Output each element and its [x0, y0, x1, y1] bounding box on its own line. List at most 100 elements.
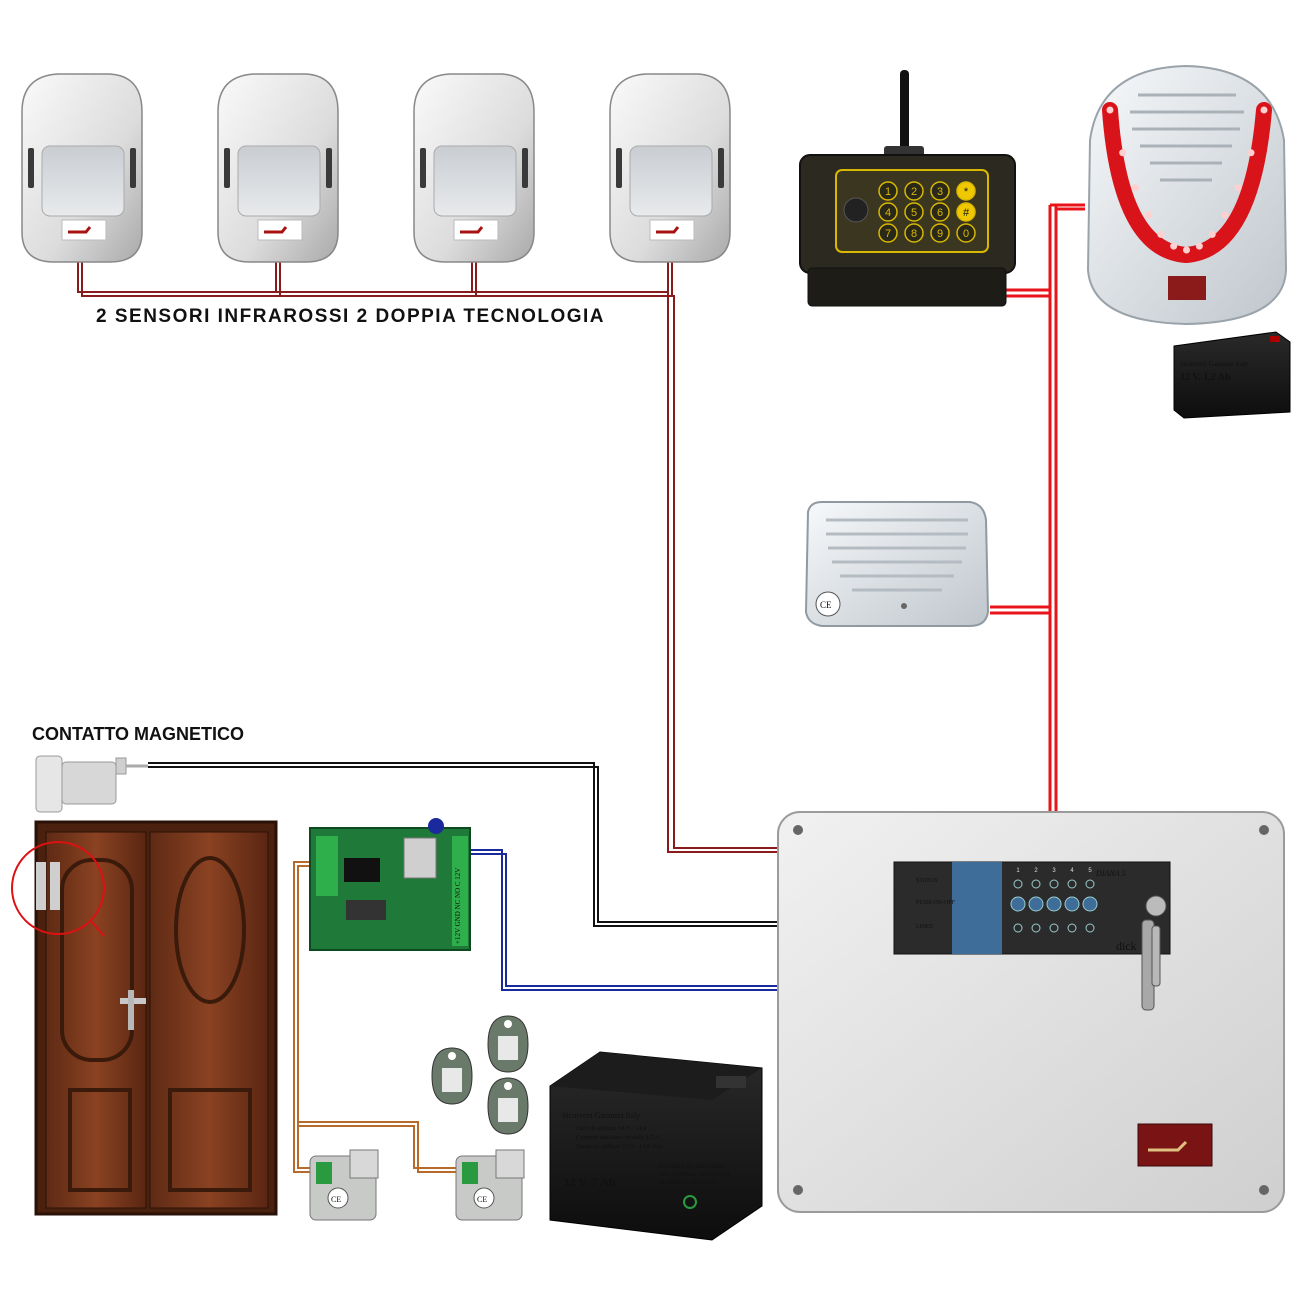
keypad-key-label: 1 [885, 186, 891, 198]
keypad-key-label: 9 [937, 228, 943, 240]
panel-brand: dick [1116, 939, 1137, 953]
battery-line4: BATTERIA RICARICABILE [658, 1164, 725, 1170]
keypad-key[interactable] [956, 202, 976, 222]
siren-battery-label: 12 V. 1,2 Ah [1180, 372, 1231, 383]
siren-led [1144, 211, 1152, 219]
panel-logo [1137, 1123, 1213, 1167]
zone-number: 3 [1052, 868, 1056, 874]
zone-button[interactable] [1028, 896, 1044, 912]
zone-led [1031, 879, 1041, 889]
siren-led [1106, 106, 1114, 114]
wiring [77, 203, 1085, 1173]
siren-led [1234, 184, 1242, 192]
rfid-tag-1 [431, 1047, 473, 1105]
sensor-bus-wire [77, 262, 780, 853]
zone-button[interactable] [1010, 896, 1026, 912]
keypad-key[interactable] [930, 202, 950, 222]
keypad-key[interactable] [904, 202, 924, 222]
relay-board[interactable]: +12V GND NC NO C 12V [309, 818, 471, 951]
relay-terminals: +12V GND NC NO C 12V [454, 868, 462, 944]
keypad-key-label: 6 [937, 207, 943, 219]
siren-battery-brand: Sicurvera Garanzia Italy [1180, 360, 1249, 368]
ce-mark-icon [815, 591, 841, 617]
sensors-caption: 2 SENSORI INFRAROSSI 2 DOPPIA TECNOLOGIA [96, 306, 605, 327]
zone-led [1049, 923, 1059, 933]
keypad-key-label: 7 [885, 228, 891, 240]
siren-led [1183, 246, 1190, 254]
keypad-key-label: 3 [937, 186, 943, 198]
keypad-key-label: 5 [911, 207, 917, 219]
recycle-icon [683, 1195, 697, 1209]
indoor-siren-grille [826, 518, 968, 592]
indoor-ce-text: CE [820, 600, 832, 610]
rfid-tag-2 [487, 1015, 529, 1073]
pir-sensor-1[interactable] [21, 73, 143, 263]
sensor-row [21, 73, 731, 263]
keypad-key-label: 4 [885, 207, 891, 219]
zone-button[interactable] [1046, 896, 1062, 912]
zone-led [1067, 879, 1077, 889]
keypad-key[interactable] [956, 223, 976, 243]
panel-model: DIANA 5 [1095, 869, 1125, 878]
panel-push-label: PUSH-ON-OFF [916, 900, 956, 906]
tag-reader-2[interactable]: CE [455, 1149, 525, 1221]
zone-led [1067, 923, 1077, 933]
siren-grille [1130, 93, 1244, 182]
battery-line3: Stand-by utilizzo 13,6 - 13,8 Vcc [576, 1143, 662, 1150]
speaker-icon [843, 197, 869, 223]
tag-reader-1[interactable]: CE [309, 1149, 379, 1221]
siren-battery: Sicurvera Garanzia Italy 12 V. 1,2 Ah [1173, 331, 1291, 419]
key-switch[interactable] [1141, 895, 1167, 1011]
battery-line6: AL PIOMBO ERMETICO [658, 1180, 717, 1186]
door-zoom-circle [11, 841, 105, 935]
keypad-key[interactable] [878, 181, 898, 201]
pir-sensor-2[interactable] [217, 73, 339, 263]
siren-led [1260, 106, 1268, 114]
zone-led [1031, 923, 1041, 933]
relay-wire [470, 849, 780, 991]
keypad-key[interactable] [878, 223, 898, 243]
zone-number: 2 [1034, 868, 1038, 874]
antenna [900, 70, 909, 158]
rfid-tags [431, 1015, 529, 1135]
siren-led [1157, 230, 1165, 238]
zone-led [1085, 923, 1095, 933]
pir-sensor-3[interactable] [413, 73, 535, 263]
keypad-key[interactable] [956, 181, 976, 201]
indoor-siren[interactable]: CE [804, 501, 990, 627]
keypad-key[interactable] [904, 181, 924, 201]
keypad-key-label: * [964, 186, 969, 198]
zone-led [1013, 879, 1023, 889]
zone-led [1013, 923, 1023, 933]
magnetic-contact-label: CONTATTO MAGNETICO [32, 724, 244, 744]
magnetic-contact[interactable] [35, 755, 148, 813]
siren-led [1247, 149, 1255, 157]
siren-led [1221, 211, 1229, 219]
pir-sensor-4[interactable] [609, 73, 731, 263]
zone-number: 1 [1016, 868, 1020, 874]
keypad-key[interactable] [904, 223, 924, 243]
siren-led [1131, 184, 1139, 192]
zone-button[interactable] [1064, 896, 1080, 912]
keypad-key[interactable] [930, 181, 950, 201]
siren-logo [1168, 276, 1206, 300]
zone-led [1049, 879, 1059, 889]
keypad-key[interactable] [878, 202, 898, 222]
battery-line2: Corrente massima iniziale 1,7 A [576, 1134, 660, 1141]
siren-bus-wire [990, 203, 1085, 812]
zone-led [1085, 879, 1095, 889]
battery-voltage: 12 V. 7 Ah [564, 1175, 616, 1189]
main-battery: Sicurvera Garanzia Italy Cicli di utiliz… [549, 1051, 763, 1241]
outdoor-siren[interactable] [1086, 64, 1288, 326]
keypad-key-label: 0 [963, 228, 969, 240]
battery-line1: Cicli di utilizzo 14,5 - 14,9 [576, 1125, 646, 1132]
keypad-key-label: 2 [911, 186, 917, 198]
reader-1-ce: CE [331, 1195, 341, 1204]
keypad-key[interactable] [930, 223, 950, 243]
siren-led [1195, 242, 1203, 250]
zone-button[interactable] [1082, 896, 1098, 912]
